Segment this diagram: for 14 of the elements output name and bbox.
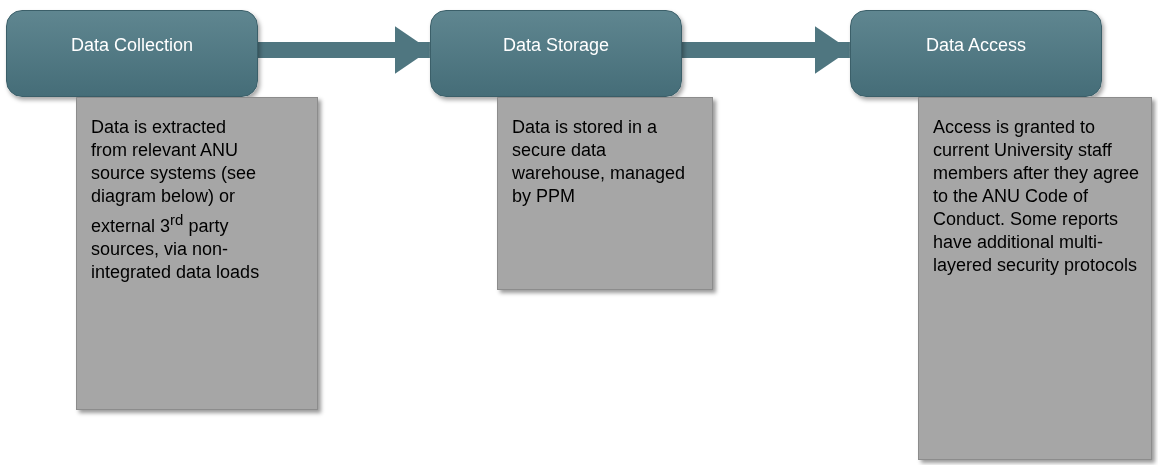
stage-box — [850, 10, 1102, 97]
description-box — [497, 97, 713, 290]
description-text: Access is granted to current University staff members after they agree to the ANU Code of Conduct. Some reports have additional multi-layered security protocols — [933, 116, 1141, 277]
arrow — [258, 26, 430, 74]
stage-title: Data Access — [924, 35, 1027, 56]
description-box — [76, 97, 318, 410]
description-box — [918, 97, 1152, 460]
stage-box — [430, 10, 682, 97]
stage-title: Data Storage — [501, 35, 611, 56]
stage-box — [6, 10, 258, 97]
description-text: Data is extracted from relevant ANU source systems (see diagram below) or external 3$^{rd}$ party sources, via non-integrated data loads — [91, 116, 261, 284]
description-text: Data is stored in a secure data warehouse, managed by PPM — [512, 116, 687, 208]
stage-title: Data Collection — [69, 35, 195, 56]
arrow — [682, 26, 850, 74]
